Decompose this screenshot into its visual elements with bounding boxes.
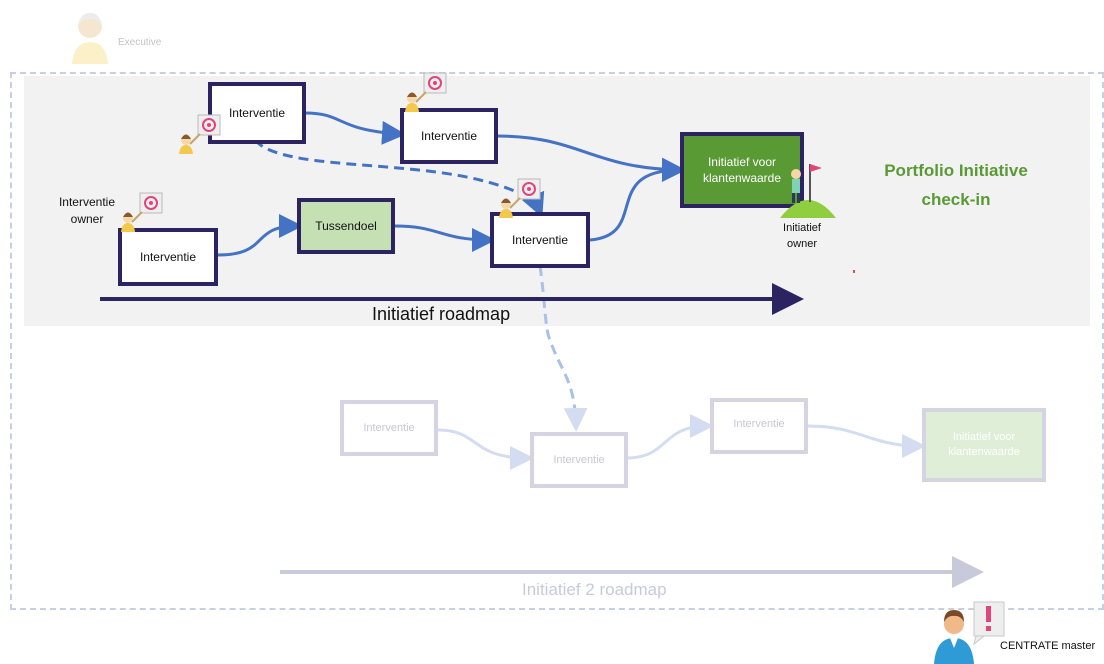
portfolio-container bbox=[10, 72, 1104, 610]
initiative-value-label: Initiatief voor klantenwaarde bbox=[702, 155, 782, 185]
intervention-box[interactable]: Interventie bbox=[340, 400, 438, 456]
intervention-box[interactable]: Interventie bbox=[400, 108, 498, 164]
milestone-box[interactable]: Tussendoel bbox=[297, 198, 395, 254]
connector bbox=[394, 224, 496, 252]
intervention-box[interactable]: Interventie bbox=[490, 212, 590, 268]
initiative-value-box[interactable]: Initiatief voor klantenwaarde bbox=[922, 408, 1046, 482]
intervention-box[interactable]: Interventie bbox=[710, 398, 808, 454]
owner-target-icon bbox=[178, 112, 222, 156]
portfolio-title: Portfolio Initiative check-in bbox=[866, 156, 1046, 214]
centrate-master-avatar bbox=[930, 598, 1010, 664]
intervention-label: Interventie bbox=[420, 129, 478, 143]
connector bbox=[437, 428, 534, 470]
portfolio-title-line2: check-in bbox=[921, 190, 991, 209]
initiative-owner-icon bbox=[776, 152, 840, 220]
initiative-owner-label: Initiatief owner bbox=[783, 222, 821, 250]
initiative-value-label: Initiatief voor klantenwaarde bbox=[948, 431, 1020, 458]
roadmap-label: Initiatief roadmap bbox=[372, 304, 511, 324]
centrate-master-label: CENTRATE master bbox=[1000, 640, 1096, 652]
intervention-label: Interventie bbox=[228, 106, 286, 120]
connector bbox=[217, 214, 303, 257]
owner-target-icon bbox=[404, 70, 448, 114]
dependency-connector bbox=[538, 265, 588, 432]
intervention-label: Interventie bbox=[733, 418, 785, 430]
intervention-box[interactable]: Interventie bbox=[118, 228, 218, 286]
milestone-label: Tussendoel bbox=[315, 219, 377, 233]
intervention-box[interactable]: Interventie bbox=[208, 82, 306, 144]
intervention-label: Interventie bbox=[363, 422, 415, 434]
connector bbox=[304, 111, 406, 145]
executive-label: Executive bbox=[118, 37, 162, 48]
person-icon bbox=[72, 12, 108, 64]
intervention-box[interactable]: Interventie bbox=[530, 432, 628, 488]
decorative-mark bbox=[853, 270, 855, 273]
portfolio-title-line1: Portfolio Initiative bbox=[884, 161, 1028, 180]
connector bbox=[807, 424, 926, 458]
initiative-value-box[interactable]: Initiatief voor klantenwaarde bbox=[680, 132, 804, 208]
executive-avatar bbox=[68, 8, 112, 64]
owner-target-icon bbox=[120, 190, 164, 234]
intervention-label: Interventie bbox=[139, 250, 197, 264]
intervention-label: Interventie bbox=[553, 454, 605, 466]
owner-target-icon bbox=[498, 176, 542, 220]
intervention-label: Interventie bbox=[511, 233, 569, 247]
roadmap-label-2: Initiatief 2 roadmap bbox=[522, 580, 667, 599]
connector bbox=[625, 414, 714, 460]
connector bbox=[496, 134, 686, 182]
intervention-owner-label: Interventie owner bbox=[58, 195, 116, 226]
connector bbox=[589, 158, 686, 242]
